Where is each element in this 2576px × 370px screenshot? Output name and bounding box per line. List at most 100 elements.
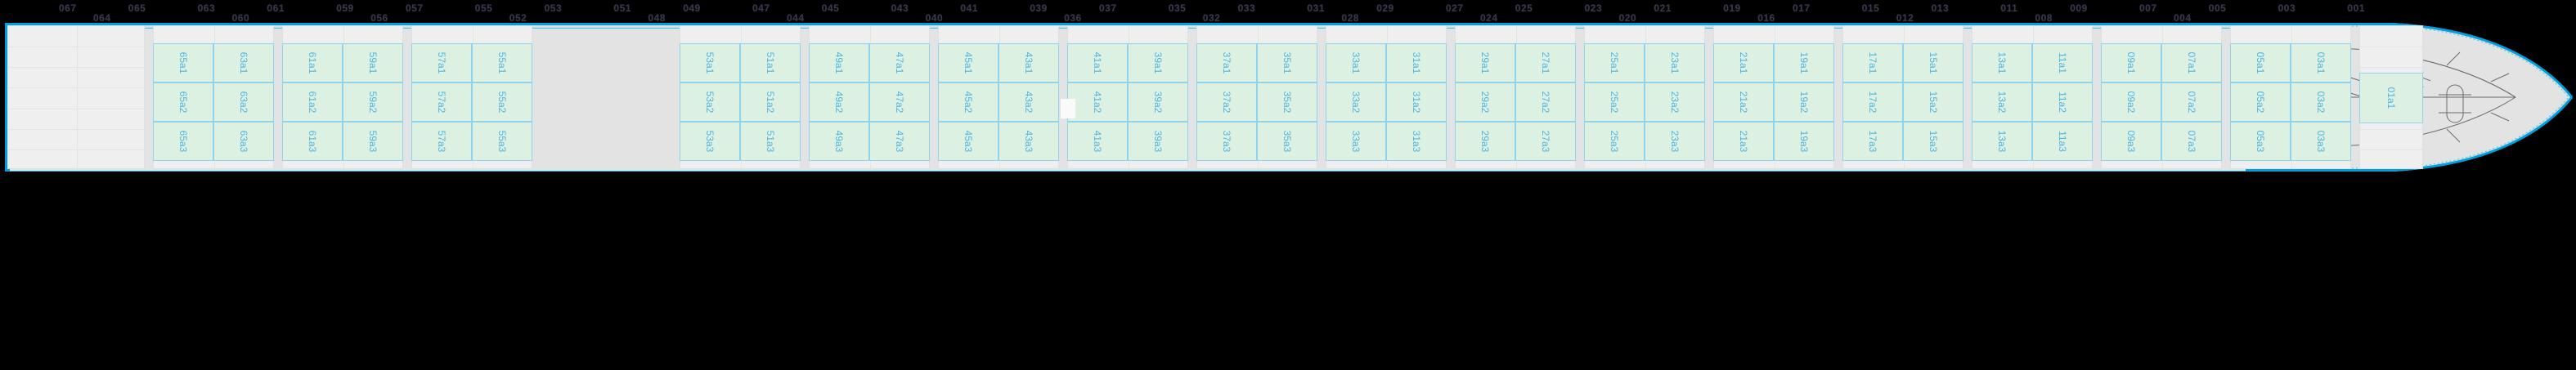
stowage-slot-27a1[interactable]: 27a1 (1515, 43, 1576, 82)
stowage-slot-19a2[interactable]: 19a2 (1774, 82, 1834, 122)
stowage-slot-33a2[interactable]: 33a2 (1326, 82, 1386, 122)
stowage-slot-49a1[interactable]: 49a1 (809, 43, 869, 82)
stowage-slot-13a3[interactable]: 13a3 (1972, 122, 2032, 161)
stowage-slot-07a1[interactable]: 07a1 (2161, 43, 2222, 82)
stowage-slot-17a3[interactable]: 17a3 (1842, 122, 1903, 161)
stowage-slot-33a1[interactable]: 33a1 (1326, 43, 1386, 82)
stowage-slot-55a1[interactable]: 55a1 (472, 43, 532, 82)
stowage-slot-31a2[interactable]: 31a2 (1386, 82, 1447, 122)
slot-label: 27a2 (1540, 91, 1551, 114)
stowage-slot-65a2[interactable]: 65a2 (153, 82, 213, 122)
stowage-slot-53a1[interactable]: 53a1 (680, 43, 740, 82)
stowage-slot-53a2[interactable]: 53a2 (680, 82, 740, 122)
stowage-slot-17a1[interactable]: 17a1 (1842, 43, 1903, 82)
stowage-slot-37a1[interactable]: 37a1 (1196, 43, 1257, 82)
stowage-slot-13a1[interactable]: 13a1 (1972, 43, 2032, 82)
stowage-slot-17a2[interactable]: 17a2 (1842, 82, 1903, 122)
stowage-slot-43a3[interactable]: 43a3 (999, 122, 1059, 161)
stowage-slot-09a1[interactable]: 09a1 (2101, 43, 2161, 82)
stowage-slot-47a1[interactable]: 47a1 (869, 43, 930, 82)
stowage-slot-51a3[interactable]: 51a3 (740, 122, 801, 161)
stowage-slot-09a2[interactable]: 09a2 (2101, 82, 2161, 122)
stowage-slot-61a3[interactable]: 61a3 (282, 122, 343, 161)
stowage-slot-03a1[interactable]: 03a1 (2291, 43, 2351, 82)
stowage-slot-11a2[interactable]: 11a2 (2032, 82, 2093, 122)
stowage-slot-23a1[interactable]: 23a1 (1645, 43, 1705, 82)
stowage-slot-15a3[interactable]: 15a3 (1903, 122, 1963, 161)
stowage-slot-39a3[interactable]: 39a3 (1128, 122, 1188, 161)
stowage-slot-05a3[interactable]: 05a3 (2230, 122, 2291, 161)
stowage-slot-29a3[interactable]: 29a3 (1455, 122, 1515, 161)
stowage-slot-15a2[interactable]: 15a2 (1903, 82, 1963, 122)
stowage-slot-45a3[interactable]: 45a3 (938, 122, 999, 161)
stowage-slot-59a3[interactable]: 59a3 (343, 122, 403, 161)
stowage-slot-35a1[interactable]: 35a1 (1257, 43, 1317, 82)
stowage-slot-33a3[interactable]: 33a3 (1326, 122, 1386, 161)
stowage-slot-63a2[interactable]: 63a2 (213, 82, 274, 122)
stowage-slot-49a3[interactable]: 49a3 (809, 122, 869, 161)
stowage-slot-27a2[interactable]: 27a2 (1515, 82, 1576, 122)
stowage-slot-63a3[interactable]: 63a3 (213, 122, 274, 161)
stowage-slot-05a1[interactable]: 05a1 (2230, 43, 2291, 82)
stowage-slot-45a2[interactable]: 45a2 (938, 82, 999, 122)
stowage-slot-31a1[interactable]: 31a1 (1386, 43, 1447, 82)
stowage-slot-21a3[interactable]: 21a3 (1713, 122, 1774, 161)
stowage-slot-29a2[interactable]: 29a2 (1455, 82, 1515, 122)
stowage-slot-19a1[interactable]: 19a1 (1774, 43, 1834, 82)
stowage-slot-47a3[interactable]: 47a3 (869, 122, 930, 161)
stowage-slot-39a2[interactable]: 39a2 (1128, 82, 1188, 122)
stowage-slot-39a1[interactable]: 39a1 (1128, 43, 1188, 82)
stowage-slot-35a3[interactable]: 35a3 (1257, 122, 1317, 161)
stowage-slot-11a1[interactable]: 11a1 (2032, 43, 2093, 82)
stowage-slot-09a3[interactable]: 09a3 (2101, 122, 2161, 161)
stowage-slot-53a3[interactable]: 53a3 (680, 122, 740, 161)
stowage-slot-47a2[interactable]: 47a2 (869, 82, 930, 122)
slot-label: 11a1 (2057, 52, 2068, 74)
stowage-slot-43a1[interactable]: 43a1 (999, 43, 1059, 82)
stowage-slot-13a2[interactable]: 13a2 (1972, 82, 2032, 122)
stowage-slot-29a1[interactable]: 29a1 (1455, 43, 1515, 82)
stowage-slot-25a1[interactable]: 25a1 (1584, 43, 1645, 82)
stowage-slot-43a2[interactable]: 43a2 (999, 82, 1059, 122)
stowage-slot-07a2[interactable]: 07a2 (2161, 82, 2222, 122)
stowage-slot-55a2[interactable]: 55a2 (472, 82, 532, 122)
stowage-slot-19a3[interactable]: 19a3 (1774, 122, 1834, 161)
stowage-slot-41a3[interactable]: 41a3 (1067, 122, 1128, 161)
stowage-slot-59a1[interactable]: 59a1 (343, 43, 403, 82)
stowage-slot-49a2[interactable]: 49a2 (809, 82, 869, 122)
stowage-slot-51a2[interactable]: 51a2 (740, 82, 801, 122)
stowage-slot-15a1[interactable]: 15a1 (1903, 43, 1963, 82)
stowage-slot-21a2[interactable]: 21a2 (1713, 82, 1774, 122)
stowage-slot-63a1[interactable]: 63a1 (213, 43, 274, 82)
stowage-slot-65a3[interactable]: 65a3 (153, 122, 213, 161)
stowage-slot-61a1[interactable]: 61a1 (282, 43, 343, 82)
stowage-slot-03a2[interactable]: 03a2 (2291, 82, 2351, 122)
stowage-slot-23a3[interactable]: 23a3 (1645, 122, 1705, 161)
stowage-slot-35a2[interactable]: 35a2 (1257, 82, 1317, 122)
stowage-slot-59a2[interactable]: 59a2 (343, 82, 403, 122)
slot-label: 53a3 (704, 130, 716, 153)
stowage-slot-25a3[interactable]: 25a3 (1584, 122, 1645, 161)
stowage-slot-05a2[interactable]: 05a2 (2230, 82, 2291, 122)
stowage-slot-37a3[interactable]: 37a3 (1196, 122, 1257, 161)
stowage-slot-57a1[interactable]: 57a1 (411, 43, 472, 82)
stowage-slot-41a2[interactable]: 41a2 (1067, 82, 1128, 122)
stowage-slot-57a3[interactable]: 57a3 (411, 122, 472, 161)
stowage-slot-45a1[interactable]: 45a1 (938, 43, 999, 82)
stowage-slot-23a2[interactable]: 23a2 (1645, 82, 1705, 122)
stowage-slot-61a2[interactable]: 61a2 (282, 82, 343, 122)
stowage-slot-11a3[interactable]: 11a3 (2032, 122, 2093, 161)
stowage-slot-57a2[interactable]: 57a2 (411, 82, 472, 122)
stowage-slot-65a1[interactable]: 65a1 (153, 43, 213, 82)
stowage-slot-31a3[interactable]: 31a3 (1386, 122, 1447, 161)
stowage-slot-51a1[interactable]: 51a1 (740, 43, 801, 82)
stowage-slot-37a2[interactable]: 37a2 (1196, 82, 1257, 122)
stowage-slot-27a3[interactable]: 27a3 (1515, 122, 1576, 161)
stowage-slot-03a3[interactable]: 03a3 (2291, 122, 2351, 161)
stowage-slot-41a1[interactable]: 41a1 (1067, 43, 1128, 82)
stowage-slot-01a1[interactable]: 01a1 (2359, 73, 2423, 123)
stowage-slot-55a3[interactable]: 55a3 (472, 122, 532, 161)
stowage-slot-25a2[interactable]: 25a2 (1584, 82, 1645, 122)
stowage-slot-07a3[interactable]: 07a3 (2161, 122, 2222, 161)
stowage-slot-21a1[interactable]: 21a1 (1713, 43, 1774, 82)
